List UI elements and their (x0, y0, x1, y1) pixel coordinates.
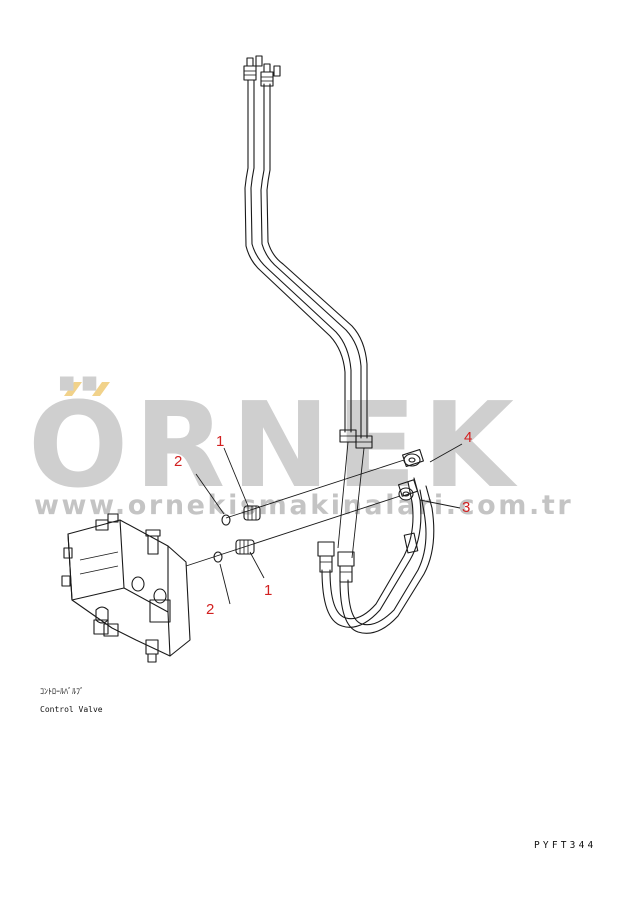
watermark: ÖRNEK www.ornekismakinalari.com.tr (28, 376, 573, 521)
watermark-brand: ÖRNEK (28, 376, 520, 514)
watermark-accent-mark (64, 382, 110, 396)
caption-jp: ｺﾝﾄﾛｰﾙﾊﾞﾙﾌﾞ (40, 687, 84, 696)
fitting-icon (339, 429, 373, 449)
callout-1-top: 1 (216, 433, 224, 450)
hydraulic-tube-icon (243, 55, 373, 559)
control-valve-icon (61, 513, 191, 663)
drawing-code: PYFT344 (534, 840, 596, 851)
callout-2-bottom: 2 (206, 601, 214, 618)
callout-1-bottom: 1 (264, 582, 272, 599)
callout-2-top: 2 (174, 453, 182, 470)
watermark-url: www.ornekismakinalari.com.tr (34, 490, 573, 521)
fitting-icon (243, 55, 281, 87)
fitting-icon (235, 505, 261, 555)
callout-4: 4 (464, 429, 472, 446)
callout-3: 3 (462, 499, 470, 516)
callouts: 1 2 1 2 4 3 (174, 429, 472, 618)
caption-en: Control Valve (40, 705, 103, 714)
elbow-icon (398, 453, 421, 501)
o-ring-icon (213, 514, 231, 563)
